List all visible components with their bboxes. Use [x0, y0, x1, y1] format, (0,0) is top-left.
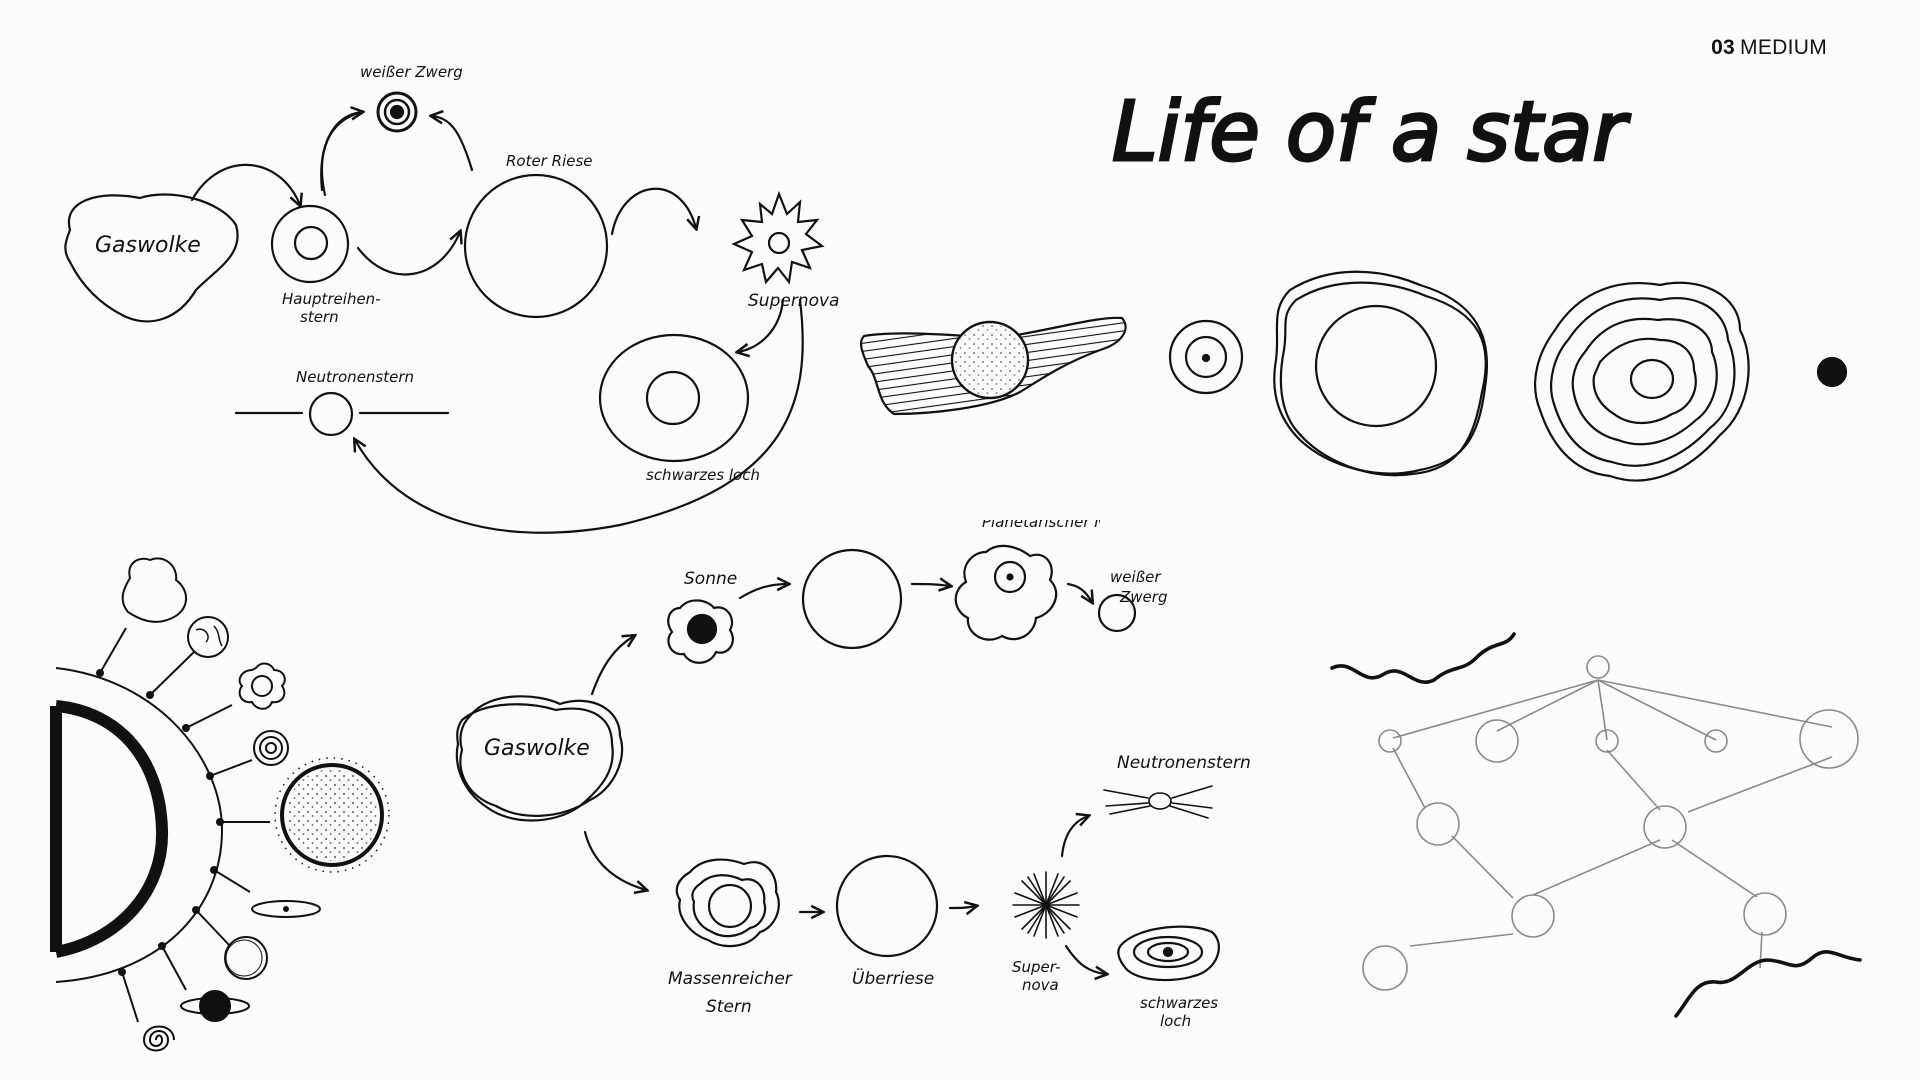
massive-star-icon	[675, 858, 780, 948]
label-gas-cloud-mid: Gaswolke	[484, 736, 590, 761]
neutron-star-mid-icon	[1103, 785, 1213, 819]
black-hole-ring	[598, 333, 750, 463]
label-gas-cloud-top: Gaswolke	[95, 233, 201, 258]
red-giant-star	[463, 173, 609, 319]
wave-line-icon	[1330, 632, 1516, 684]
white-dwarf-icon	[376, 91, 418, 133]
supergiant-icon	[835, 854, 939, 958]
label-black-hole-mid-1: schwarzes	[1140, 994, 1218, 1012]
label-black-hole-top: schwarzes loch	[646, 466, 760, 484]
gas-cloud-mid-shape	[459, 695, 624, 817]
sketch-title: Life of a star	[1112, 85, 1630, 180]
supernova-starburst-icon	[1012, 871, 1080, 939]
planetary-nebula-icon	[1534, 281, 1750, 482]
label-supergiant: Überriese	[852, 967, 934, 989]
giant-star-icon	[1273, 270, 1489, 475]
black-hole-mid-icon	[1117, 925, 1220, 982]
supernova-burst-icon	[731, 190, 825, 285]
label-massive-star-2: Stern	[706, 997, 752, 1017]
solar-system-sketch	[50, 557, 390, 1052]
white-dwarf-mid-icon	[1097, 593, 1137, 633]
sun-arc-icon	[54, 700, 169, 958]
label-massive-star-1: Massenreicher	[668, 969, 793, 989]
label-supernova-top: Supernova	[748, 291, 839, 311]
lifecycle-diagram-bottom	[455, 544, 1220, 982]
section-number: 03	[1711, 36, 1736, 59]
lifecycle-diagram-top	[64, 91, 825, 534]
label-black-hole-mid-2: loch	[1160, 1012, 1191, 1030]
neutron-star-icon	[234, 391, 450, 437]
cloud-planet-icon	[121, 557, 187, 623]
label-sun: Sonne	[684, 569, 737, 589]
main-sequence-star	[270, 204, 350, 284]
red-giant-mid-icon	[954, 544, 1058, 641]
label-red-giant: Roter Riese	[506, 152, 593, 170]
label-cut-off: Planetarischer Nebel	[982, 513, 1138, 531]
section-label: MEDIUM	[1740, 36, 1827, 59]
planet-icon	[187, 616, 229, 658]
network-graph	[1362, 655, 1859, 991]
label-neutron-star-mid: Neutronenstern	[1117, 753, 1251, 773]
flower-planet-icon	[238, 662, 286, 710]
sun-icon	[667, 599, 734, 664]
label-supernova-mid-1: Super-	[1012, 958, 1061, 976]
black-dwarf-dot	[1816, 356, 1848, 388]
label-white-dwarf-mid-2: Zwerg	[1119, 588, 1167, 606]
wave-line-bottom-icon	[1674, 950, 1862, 1018]
dotted-star-icon	[280, 763, 384, 867]
label-supernova-mid-2: nova	[1022, 976, 1059, 994]
galaxy-spiral-icon	[253, 730, 289, 766]
spiral-icon	[142, 1025, 175, 1052]
label-white-dwarf-top: weißer Zwerg	[360, 63, 463, 81]
label-main-sequence-1: Hauptreihen-	[282, 290, 381, 308]
label-neutron-star-top: Neutronenstern	[296, 368, 414, 386]
protostar-icon	[1168, 319, 1244, 395]
gas-cloud-shape	[64, 193, 239, 323]
label-white-dwarf-mid-1: weißer	[1110, 568, 1161, 586]
label-main-sequence-2: stern	[300, 308, 339, 326]
star-stages-row	[859, 270, 1848, 482]
